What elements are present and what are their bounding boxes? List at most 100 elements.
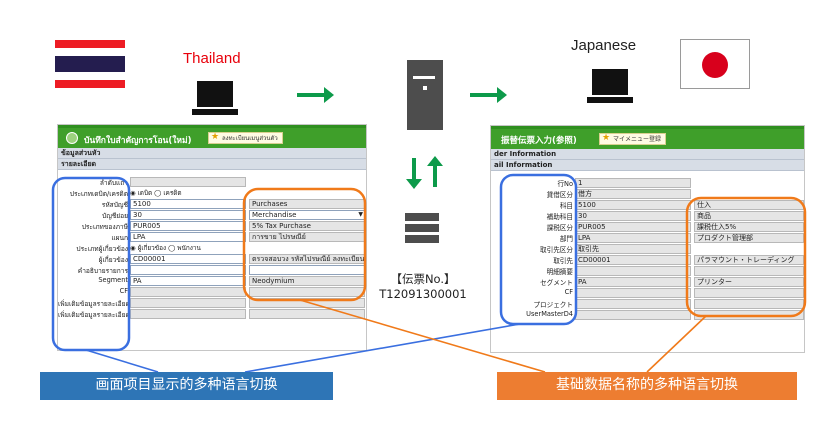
form-row: ประเภทเดบิต/เครดิต◉ เดบิต ◯ เครดิต xyxy=(69,189,182,198)
chevron-down-icon: ▼ xyxy=(358,211,363,218)
form-row: ลำดับแถว xyxy=(58,176,366,187)
segment-field[interactable]: PA xyxy=(130,276,246,286)
japanese-form-screenshot: 振替伝票入力(参照) ★マイメニュー登録 der Information ail… xyxy=(490,125,805,353)
tax-type-field: PUR005 xyxy=(575,222,691,232)
jp-form-title: 振替伝票入力(参照) xyxy=(501,136,577,146)
tax-type-name: 課税仕入5% xyxy=(694,222,804,232)
form-row: เพิ่มเติมข้อมูลรายละเอียด3 xyxy=(58,297,366,308)
debit-credit-radio[interactable]: ◉ เดบิต ◯ เครดิต xyxy=(130,189,182,197)
sub-account-field: 30 xyxy=(575,211,691,221)
slip-label-title: 【伝票No.】 xyxy=(390,272,456,286)
department-field: LPA xyxy=(575,233,691,243)
partner-name: ตรวจสอบวง รหัสไปรษณีย์ ลงทะเบียน xyxy=(249,254,365,264)
jp-section-header: der Information xyxy=(491,149,804,160)
server-icon xyxy=(407,60,443,130)
sub-account-field[interactable]: 30 xyxy=(130,210,246,220)
japanese-label: Japanese xyxy=(571,37,637,54)
arrow-right-icon xyxy=(297,87,334,103)
thai-section-detail: รายละเอียด xyxy=(58,159,366,170)
star-icon: ★ xyxy=(211,132,220,142)
cf-field xyxy=(130,287,246,297)
account-code-field[interactable]: 5100 xyxy=(130,199,246,209)
tax-type-name: 5% Tax Purchase xyxy=(249,221,365,231)
star-icon: ★ xyxy=(602,133,611,143)
form-row: プロジェクト xyxy=(491,298,804,309)
thai-form-titlebar: บันทึกใบสำคัญการโอน(ใหม่) ★ลงทะเบียนเมนู… xyxy=(58,128,366,148)
arrow-down-icon xyxy=(406,158,422,189)
partner-code-field: CD00001 xyxy=(575,255,691,265)
blue-connector xyxy=(85,349,159,373)
thai-form-title: บันทึกใบสำคัญการโอน(ใหม่) xyxy=(84,136,192,146)
jp-form-titlebar: 振替伝票入力(参照) ★マイメニュー登録 xyxy=(491,129,804,149)
department-field[interactable]: LPA xyxy=(130,232,246,242)
form-row: 貸借区分借方 xyxy=(491,188,804,199)
thai-form-rows: ลำดับแถว ประเภทเดบิต/เครดิต◉ เดบิต ◯ เคร… xyxy=(58,170,366,319)
thailand-label: Thailand xyxy=(183,50,241,67)
row-number-field xyxy=(130,177,246,187)
thai-form-screenshot: บันทึกใบสำคัญการโอน(ใหม่) ★ลงทะเบียนเมนู… xyxy=(57,124,367,351)
japan-flag-icon xyxy=(680,39,750,89)
partner-type-radio[interactable]: ◉ ผู้เกี่ยวข้อง ◯ พนักงาน xyxy=(130,244,201,252)
sub-account-name: 商品 xyxy=(694,211,804,221)
form-row: เพิ่มเติมข้อมูลรายละเอียด4 xyxy=(58,308,366,319)
segment-name: Neodymium xyxy=(249,276,365,286)
extra-info-3-field xyxy=(130,298,246,308)
description-field-2[interactable] xyxy=(249,265,365,275)
department-name: プロダクト管理部 xyxy=(694,233,804,243)
segment-name: プリンター xyxy=(694,277,804,287)
project-field xyxy=(575,299,691,309)
form-row: UserMasterD4 xyxy=(491,309,804,320)
partner-name: パラマウント・トレーディング xyxy=(694,255,804,265)
form-row: CF xyxy=(491,287,804,298)
slip-number-label: 【伝票No.】 T12091300001 xyxy=(360,272,486,302)
thai-menu-register-button[interactable]: ★ลงทะเบียนเมนูส่วนตัว xyxy=(208,132,283,144)
account-name-field: Purchases xyxy=(249,199,365,209)
partner-code-field[interactable]: CD00001 xyxy=(130,254,246,264)
arrow-right-icon xyxy=(470,87,507,103)
caption-screen-item-language: 画面项目显示的多种语言切换 xyxy=(40,372,333,400)
tax-type-field[interactable]: PUR005 xyxy=(130,221,246,231)
department-name: การขาย ไปรษณีย์ xyxy=(249,232,365,242)
form-row: ประเภทผู้เกี่ยวข้อง◉ ผู้เกี่ยวข้อง ◯ พนั… xyxy=(76,244,201,253)
form-row: คำอธิบายรายการ xyxy=(58,264,366,275)
caption-master-data-language: 基础数据名称的多种语言切换 xyxy=(497,372,797,400)
slip-label-number: T12091300001 xyxy=(379,287,467,301)
form-row: 取引先区分取引先 xyxy=(491,243,804,254)
arrow-up-icon xyxy=(427,156,443,187)
partner-type-field: 取引先 xyxy=(575,244,691,254)
row-number-field: 1 xyxy=(575,178,691,188)
form-row: CF xyxy=(58,286,366,297)
description-field xyxy=(575,266,691,276)
user-master-d4-field xyxy=(575,310,691,320)
cf-field xyxy=(575,288,691,298)
form-row: 明細摘要 xyxy=(491,265,804,276)
form-logo-icon xyxy=(66,132,78,144)
segment-field: PA xyxy=(575,277,691,287)
account-name-field: 仕入 xyxy=(694,200,804,210)
japan-flag-sun xyxy=(702,52,728,78)
sub-account-select[interactable]: Merchandise▼ xyxy=(249,210,365,220)
extra-info-4-field xyxy=(130,309,246,319)
thailand-flag-icon xyxy=(55,40,125,88)
jp-menu-register-button[interactable]: ★マイメニュー登録 xyxy=(599,133,667,145)
jp-section-detail: ail Information xyxy=(491,160,804,171)
description-field[interactable] xyxy=(130,265,246,275)
database-icon xyxy=(405,213,439,246)
thai-section-header: ข้อมูลส่วนหัว xyxy=(58,148,366,159)
account-code-field: 5100 xyxy=(575,200,691,210)
debit-credit-field: 借方 xyxy=(575,189,691,199)
